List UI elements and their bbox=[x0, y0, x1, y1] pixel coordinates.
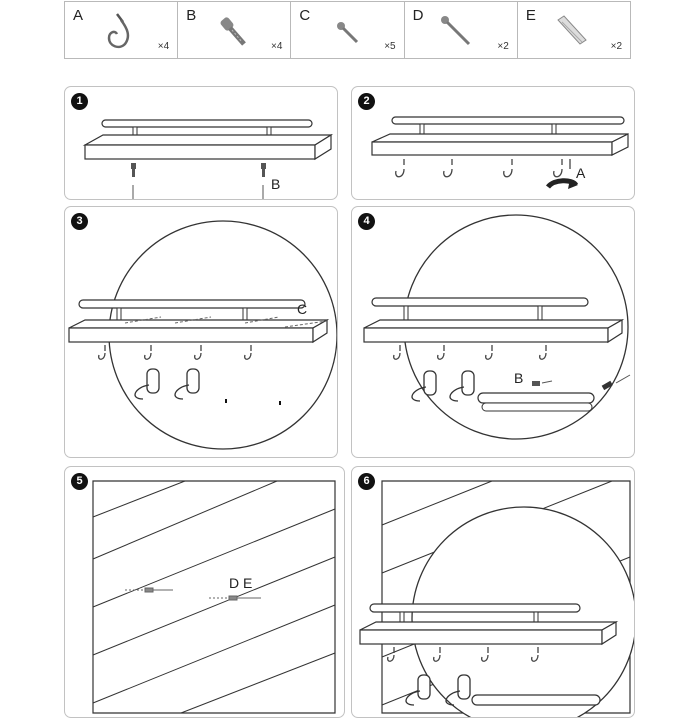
part-qty: ×4 bbox=[157, 41, 170, 52]
hook-install-illustration bbox=[371, 116, 629, 189]
mounted-result-illustration bbox=[359, 480, 634, 717]
step-number: 2 bbox=[358, 93, 375, 110]
step-2-panel: 2 A bbox=[351, 86, 635, 200]
step-4-panel: 4 B bbox=[351, 206, 635, 458]
mirror-attach-illustration bbox=[68, 220, 337, 450]
part-d: D ×2 bbox=[405, 2, 518, 58]
part-callout: B bbox=[271, 176, 281, 192]
part-qty: ×5 bbox=[384, 41, 396, 52]
part-callout: D E bbox=[229, 575, 253, 591]
part-e: E ×2 bbox=[518, 2, 630, 58]
part-a: A ×4 bbox=[65, 2, 179, 58]
step-6-panel: 6 bbox=[351, 466, 635, 718]
part-callout: C bbox=[297, 301, 308, 317]
part-letter: E bbox=[525, 7, 536, 24]
shelf-assembly-illustration bbox=[82, 119, 334, 199]
cup-hook-icon bbox=[107, 13, 130, 49]
part-qty: ×2 bbox=[610, 41, 623, 52]
wall-anchor-icon bbox=[557, 15, 587, 45]
part-qty: ×2 bbox=[497, 41, 509, 52]
step-number: 1 bbox=[71, 93, 88, 110]
part-letter: C bbox=[299, 7, 311, 24]
towel-bar-attach-illustration bbox=[363, 214, 631, 440]
step-number: 4 bbox=[358, 213, 375, 230]
part-letter: D bbox=[412, 7, 424, 24]
part-qty: ×4 bbox=[271, 41, 283, 52]
part-c: C ×5 bbox=[291, 2, 405, 58]
part-callout: B bbox=[514, 370, 524, 386]
wood-screw-icon bbox=[337, 22, 359, 44]
step-3-panel: 3 C bbox=[64, 206, 338, 458]
long-screw-icon bbox=[440, 16, 470, 46]
machine-screw-icon bbox=[220, 17, 247, 46]
part-letter: B bbox=[186, 7, 197, 24]
part-b: B ×4 bbox=[178, 2, 292, 58]
step-1-panel: 1 B bbox=[64, 86, 338, 200]
wall-drilling-illustration bbox=[92, 480, 336, 714]
step-number: 6 bbox=[358, 473, 375, 490]
part-letter: A bbox=[73, 7, 84, 24]
part-callout: A bbox=[576, 165, 586, 181]
step-number: 5 bbox=[71, 473, 88, 490]
step-number: 3 bbox=[71, 213, 88, 230]
step-5-panel: 5 D E bbox=[64, 466, 345, 718]
parts-list: A ×4 B ×4 C ×5 D ×2 E bbox=[64, 1, 631, 59]
